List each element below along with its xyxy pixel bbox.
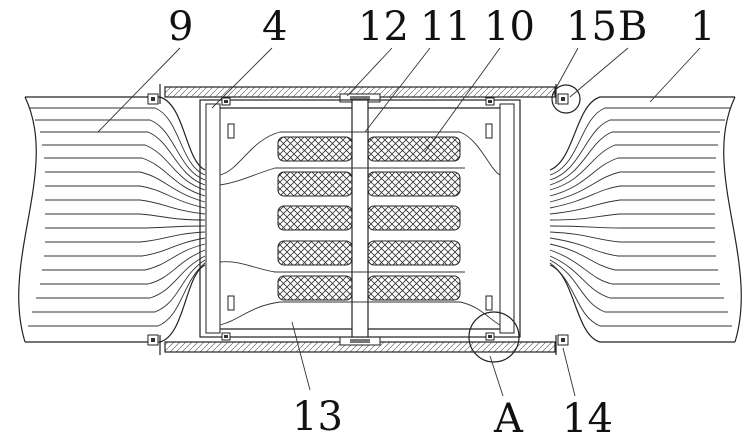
left-cable-bundle — [19, 97, 205, 342]
label-15: 15 — [566, 4, 617, 50]
label-4: 4 — [262, 4, 287, 50]
label-a: A — [493, 396, 524, 442]
conductor-pads — [278, 137, 460, 300]
label-9: 9 — [168, 4, 193, 50]
center-divider — [352, 100, 368, 337]
label-12: 12 — [358, 4, 409, 50]
label-11: 11 — [420, 4, 471, 50]
label-13: 13 — [292, 394, 343, 440]
label-14: 14 — [562, 396, 613, 442]
label-10: 10 — [484, 4, 535, 50]
right-cable-bundle — [550, 97, 741, 342]
label-1: 1 — [690, 4, 715, 50]
label-b: B — [618, 4, 647, 50]
